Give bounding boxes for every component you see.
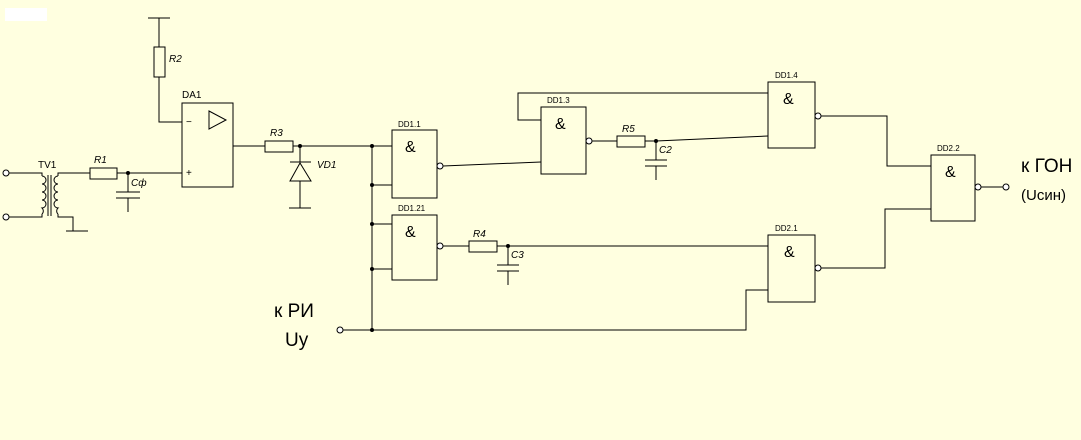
gon-label: к ГОН (1021, 156, 1072, 177)
opamp-da1: DA1 − + (181, 90, 234, 188)
resistor-r3: R3 (233, 128, 372, 153)
dd1-21-label: DD1.21 (398, 204, 426, 213)
gate-dd1-3: & DD1.3 (540, 96, 617, 175)
da1-label: DA1 (182, 90, 202, 101)
transformer-tv1: TV1 (2, 160, 90, 232)
gon-output: к ГОН (Uсин) (1021, 156, 1072, 204)
r1-label: R1 (94, 155, 107, 166)
ri-input: к РИ Uу (274, 289, 768, 351)
dd1-1-label: DD1.1 (398, 120, 421, 129)
tv1-label: TV1 (38, 160, 57, 171)
dd1-3-label: DD1.3 (547, 96, 570, 105)
dd1-1-symbol: & (405, 139, 416, 156)
corner-patch (5, 8, 47, 21)
dd2-2-label: DD2.2 (937, 144, 960, 153)
rc-r4-c3: R4 C3 (468, 229, 769, 285)
r2-label: R2 (169, 54, 182, 65)
resistor-r1: R1 (89, 155, 182, 180)
dd1-21-symbol: & (405, 224, 416, 241)
vd1-label: VD1 (317, 160, 336, 171)
r3-label: R3 (270, 128, 283, 139)
c3-label: C3 (511, 250, 524, 261)
gate-dd1-21: & DD1.21 (391, 204, 469, 281)
ri-voltage-label: Uу (285, 330, 309, 351)
dd1-4-symbol: & (783, 91, 794, 108)
resistor-r2: R2 (148, 17, 182, 123)
da1-noninverting-pin: + (186, 168, 192, 179)
gate-dd1-4: & DD1.4 (767, 71, 931, 167)
dd1-4-label: DD1.4 (775, 71, 798, 80)
gon-signal-label: (Uсин) (1021, 187, 1066, 204)
r4-label: R4 (473, 229, 486, 240)
gate-dd2-1: & DD2.1 (767, 208, 931, 303)
input-bus (370, 144, 392, 332)
dd1-3-symbol: & (555, 116, 566, 133)
da1-inverting-pin: − (186, 117, 192, 128)
capacitor-cf: Сф (116, 171, 147, 212)
ri-label: к РИ (274, 301, 314, 322)
feedback-wire (517, 92, 768, 121)
dd2-1-label: DD2.1 (775, 224, 798, 233)
c2-label: C2 (659, 145, 672, 156)
gate-dd2-2: & DD2.2 (930, 144, 1010, 222)
diode-vd1: VD1 (289, 144, 336, 209)
gate-dd1-1: & DD1.1 (391, 120, 542, 199)
cf-label: Сф (131, 177, 147, 189)
r5-label: R5 (622, 124, 635, 135)
dd2-1-symbol: & (784, 244, 795, 261)
rc-r5-c2: R5 C2 (616, 124, 769, 180)
dd2-2-symbol: & (945, 164, 956, 181)
